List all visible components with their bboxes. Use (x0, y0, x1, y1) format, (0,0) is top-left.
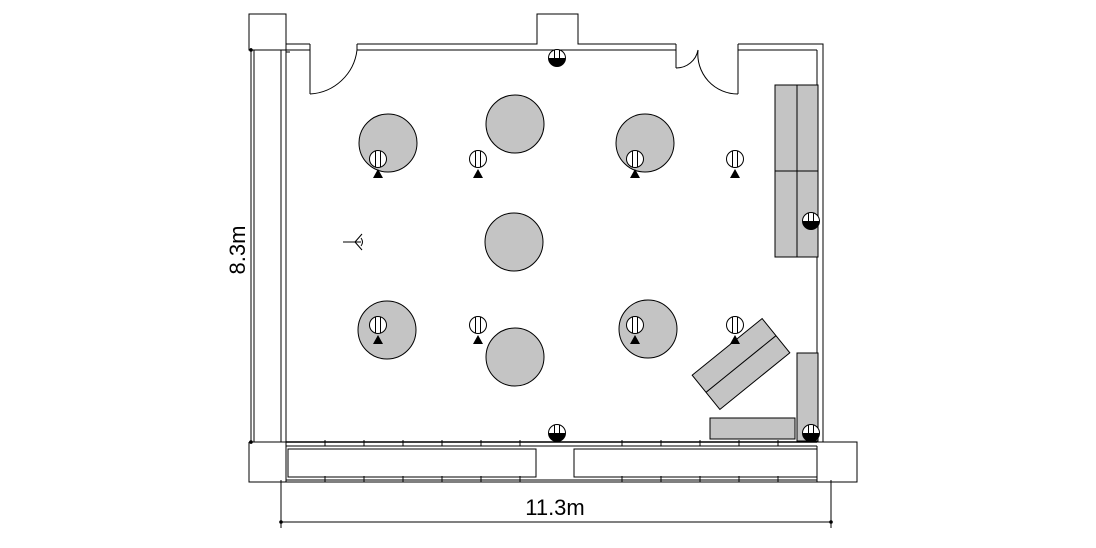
light-icon (726, 150, 744, 178)
outlet-icon (548, 424, 566, 442)
height-label: 8.3m (225, 226, 250, 275)
outlet-icon (802, 424, 820, 442)
window-ticks (324, 440, 779, 482)
table (484, 212, 544, 272)
light-marker (730, 169, 740, 178)
table (485, 94, 545, 154)
bench-angled (691, 317, 791, 411)
tables (357, 94, 678, 387)
light-marker (373, 335, 383, 344)
door-top-left (309, 44, 358, 95)
light-icon (369, 150, 387, 178)
light-marker (473, 169, 483, 178)
outlet-icon (802, 212, 820, 230)
light-marker (730, 335, 740, 344)
light-marker (473, 335, 483, 344)
light-marker (630, 335, 640, 344)
light-icon (369, 316, 387, 344)
light-icon (469, 150, 487, 178)
width-label: 11.3m (525, 495, 585, 520)
left-wall (248, 13, 310, 443)
bench-bottom (709, 417, 796, 440)
outlet-icon (548, 49, 566, 67)
cabinet-right-upper (774, 84, 819, 258)
bottom-wall (248, 440, 858, 483)
table (615, 113, 675, 173)
light-marker (373, 169, 383, 178)
lights (369, 150, 744, 344)
table (485, 327, 545, 387)
light-icon (469, 316, 487, 344)
height-dimension: 8.3m (225, 48, 253, 444)
width-dimension: 11.3m (279, 480, 833, 528)
outlets (548, 49, 820, 442)
door-top-right (675, 44, 739, 95)
table (358, 113, 418, 173)
light-icon (626, 316, 644, 344)
light-marker (630, 169, 640, 178)
fan-icon (343, 233, 363, 251)
light-icon (726, 316, 744, 344)
light-icon (626, 150, 644, 178)
table (357, 300, 417, 360)
